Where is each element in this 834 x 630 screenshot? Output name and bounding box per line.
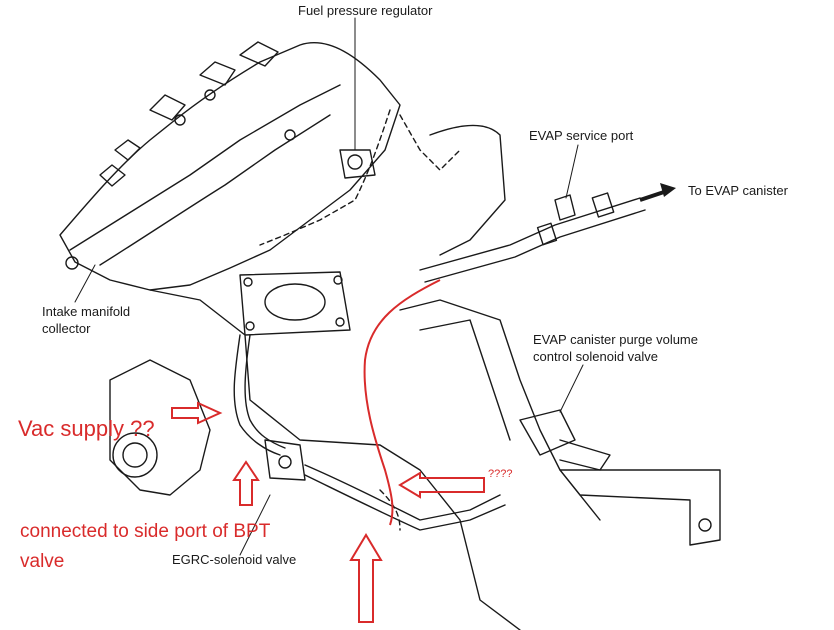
red-hose-trace	[363, 279, 441, 526]
egrc-solenoid-valve	[264, 439, 306, 481]
egrc-solenoid-label: EGRC-solenoid valve	[172, 552, 297, 567]
evap-purge-valve	[519, 409, 576, 456]
evap-service-port	[554, 194, 576, 221]
intake-manifold-label-line1: Intake manifold	[42, 304, 131, 319]
vacuum-hose	[233, 334, 281, 456]
question-marks-annotation: ????	[488, 468, 513, 480]
to-evap-canister-label: To EVAP canister	[688, 183, 788, 198]
to-evap-canister-arrow	[639, 183, 676, 202]
engine-block	[149, 289, 521, 630]
bottom-up-arrow	[349, 533, 383, 623]
intake-manifold-label-line2: collector	[42, 321, 91, 336]
intake-runner-1	[199, 61, 236, 86]
bpt-annotation-line1: connected to side port of BPT	[20, 521, 271, 542]
bpt-up-arrow	[232, 460, 260, 506]
question-left-arrow	[398, 471, 485, 499]
bpt-annotation-line2: valve	[20, 551, 65, 572]
evap-service-port-label: EVAP service port	[529, 128, 634, 143]
throttle-body	[239, 271, 351, 336]
fuel-pressure-regulator-label: Fuel pressure regulator	[298, 3, 433, 18]
evap-purge-label-line2: control solenoid valve	[533, 349, 659, 364]
evap-pipe	[419, 197, 641, 271]
evap-purge-label-line1: EVAP canister purge volume	[533, 332, 698, 347]
vac-supply-arrow	[171, 401, 223, 425]
intake-runner-3	[149, 94, 186, 121]
fuel-pressure-regulator	[339, 149, 376, 179]
intake-runner-2	[239, 41, 279, 67]
vac-supply-annotation: Vac supply ??	[18, 416, 155, 441]
